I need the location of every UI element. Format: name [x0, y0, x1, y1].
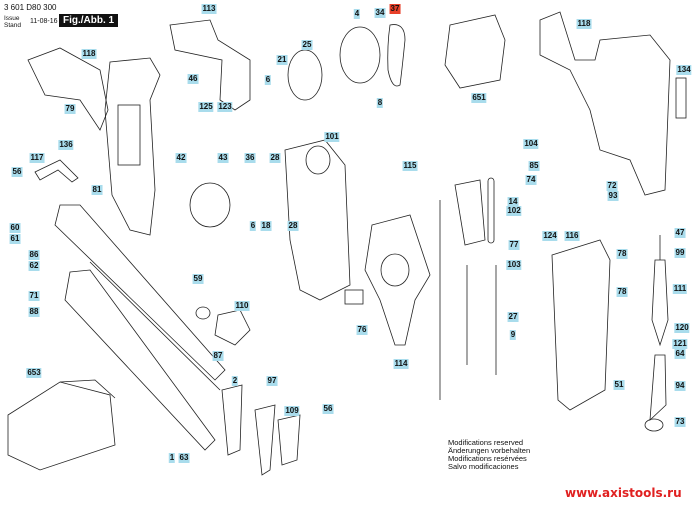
part-label-109: 109	[284, 406, 300, 416]
modifications-line: Salvo modificaciones	[448, 462, 519, 471]
part-label-114: 114	[393, 359, 409, 369]
part-label-85: 85	[528, 161, 540, 171]
part-label-113: 113	[201, 4, 217, 14]
part-label-27: 27	[507, 312, 519, 322]
part-label-60: 60	[9, 223, 21, 233]
part-label-62: 62	[28, 261, 40, 271]
part-label-116: 116	[564, 231, 580, 241]
housing-shell-left	[104, 57, 161, 236]
motor	[339, 26, 381, 84]
part-label-88: 88	[28, 307, 40, 317]
part-label-86: 86	[28, 250, 40, 260]
part-label-97: 97	[266, 376, 278, 386]
part-label-94: 94	[674, 381, 686, 391]
part-label-103: 103	[506, 260, 522, 270]
part-label-72: 72	[606, 181, 618, 191]
modifications-line: Änderungen vorbehalten	[448, 446, 531, 455]
modifications-line: Modifications reserved	[448, 438, 524, 447]
website-watermark[interactable]: www.axistools.ru	[565, 486, 682, 500]
part-label-4: 4	[353, 9, 361, 19]
part-label-25: 25	[301, 40, 313, 50]
drive-arm	[364, 214, 431, 346]
magazine-upper	[54, 204, 226, 381]
part-label-124: 124	[542, 231, 558, 241]
part-label-61: 61	[9, 234, 21, 244]
flywheel-plate	[189, 182, 231, 228]
part-label-37: 37	[389, 4, 401, 14]
modifications-line: Modifications resérvées	[448, 454, 527, 463]
part-label-111: 111	[672, 284, 688, 294]
part-label-115: 115	[402, 161, 418, 171]
part-label-110: 110	[234, 301, 250, 311]
part-label-87: 87	[212, 351, 224, 361]
part-label-63: 63	[178, 453, 190, 463]
handle-housing-left	[27, 47, 109, 131]
part-label-42: 42	[175, 153, 187, 163]
part-label-21: 21	[276, 55, 288, 65]
part-label-78: 78	[616, 287, 628, 297]
part-label-99: 99	[674, 248, 686, 258]
part-label-34: 34	[374, 8, 386, 18]
issue-date: 11-08-16	[30, 18, 58, 25]
battery-pack	[444, 14, 506, 89]
magazine-lower	[64, 269, 216, 451]
part-label-78: 78	[616, 249, 628, 259]
part-label-51: 51	[613, 380, 625, 390]
part-label-81: 81	[91, 185, 103, 195]
part-label-6: 6	[264, 75, 272, 85]
part-label-121: 121	[672, 339, 688, 349]
part-label-118: 118	[81, 49, 97, 59]
part-label-117: 117	[29, 153, 45, 163]
part-label-136: 136	[58, 140, 74, 150]
part-label-79: 79	[64, 104, 76, 114]
part-label-74: 74	[525, 175, 537, 185]
motor-cup	[287, 49, 323, 101]
part-label-123: 123	[217, 102, 233, 112]
part-label-653: 653	[26, 368, 42, 378]
part-label-651: 651	[471, 93, 487, 103]
part-label-71: 71	[28, 291, 40, 301]
part-label-56: 56	[11, 167, 23, 177]
belt	[387, 24, 406, 87]
part-label-43: 43	[217, 153, 229, 163]
part-label-59: 59	[192, 274, 204, 284]
part-label-64: 64	[674, 349, 686, 359]
issue-label: Issue Stand	[4, 15, 21, 29]
charger	[7, 381, 116, 471]
part-label-46: 46	[187, 74, 199, 84]
part-label-73: 73	[674, 417, 686, 427]
document-number: 3 601 D80 300	[4, 3, 57, 12]
part-label-76: 76	[356, 325, 368, 335]
part-label-28: 28	[269, 153, 281, 163]
part-label-101: 101	[324, 132, 340, 142]
part-label-14: 14	[507, 197, 519, 207]
hex-key	[34, 159, 79, 183]
part-label-120: 120	[674, 323, 690, 333]
part-label-28: 28	[287, 221, 299, 231]
part-label-2: 2	[231, 376, 239, 386]
part-label-77: 77	[508, 240, 520, 250]
housing-right	[539, 11, 671, 196]
part-label-6: 6	[249, 221, 257, 231]
part-label-36: 36	[244, 153, 256, 163]
figure-label: Fig./Abb. 1	[59, 14, 119, 27]
part-label-56: 56	[322, 404, 334, 414]
part-label-1: 1	[168, 453, 176, 463]
part-label-93: 93	[607, 191, 619, 201]
part-label-8: 8	[376, 98, 384, 108]
part-label-102: 102	[506, 206, 522, 216]
modifications-note: Modifications reserved Änderungen vorbeh…	[448, 439, 530, 471]
part-label-47: 47	[674, 228, 686, 238]
gear-housing	[284, 139, 351, 301]
part-label-104: 104	[523, 139, 539, 149]
part-label-18: 18	[260, 221, 272, 231]
side-cover	[551, 239, 611, 411]
part-label-125: 125	[198, 102, 214, 112]
part-label-134: 134	[676, 65, 692, 75]
part-label-118: 118	[576, 19, 592, 29]
control-board	[169, 19, 251, 111]
part-label-9: 9	[509, 330, 517, 340]
